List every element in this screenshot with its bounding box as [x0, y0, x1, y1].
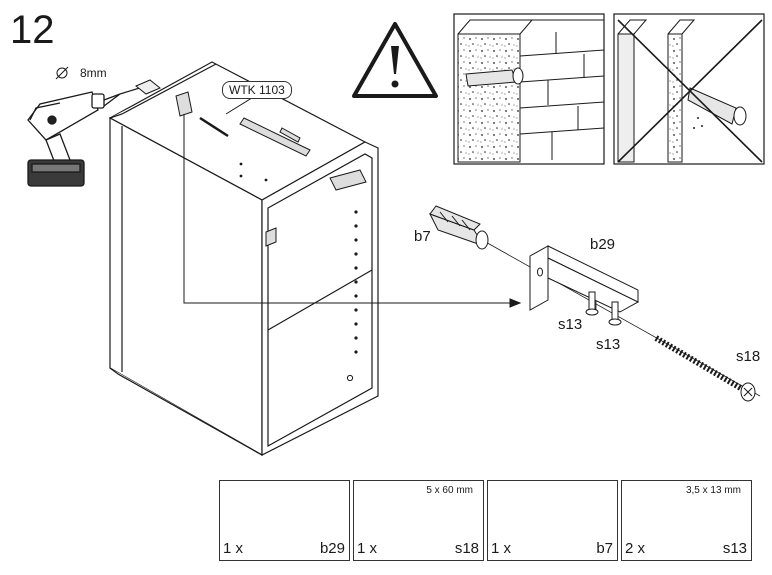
- exploded-detail: [428, 205, 761, 402]
- reference-tag: WTK 1103: [222, 81, 292, 99]
- part-quantity: 2 x: [625, 540, 646, 557]
- bracket-b29: [529, 245, 640, 313]
- parts-cell-b7: 1 x b7: [487, 480, 618, 561]
- screw-s13-a: [585, 291, 599, 316]
- part-code: s13: [722, 540, 747, 557]
- incorrect-wall-panel: [613, 13, 765, 165]
- shelf-holes: [239, 162, 358, 382]
- label-b29: b29: [590, 236, 616, 253]
- label-b7: b7: [414, 228, 431, 245]
- label-s13-a: s13: [558, 316, 583, 333]
- part-quantity: 1 x: [223, 540, 244, 557]
- screw-s18: [654, 335, 756, 402]
- parts-cell-b29: 1 x b29: [219, 480, 350, 561]
- label-s13-b: s13: [596, 336, 621, 353]
- cabinet-hardware: [175, 91, 367, 247]
- part-code: s18: [454, 540, 479, 557]
- parts-cell-s13: 3,5 x 13 mm 2 x s13: [621, 480, 752, 561]
- label-s18: s18: [736, 348, 761, 365]
- drill-size-label: 8mm: [80, 66, 107, 80]
- correct-wall-panel: [453, 13, 605, 165]
- part-code: b29: [319, 540, 345, 557]
- step-number: 12: [10, 8, 55, 52]
- diameter-icon: [55, 66, 69, 80]
- part-code: b7: [596, 540, 613, 557]
- cabinet: [108, 61, 379, 457]
- part-dimension: 5 x 60 mm: [426, 485, 473, 496]
- wall-plug-b7: [428, 205, 489, 250]
- part-dimension: 3,5 x 13 mm: [685, 485, 741, 496]
- part-quantity: 1 x: [491, 540, 512, 557]
- warning-triangle-icon: [352, 22, 438, 98]
- leader-arrow: [183, 95, 522, 308]
- drill-icon: [27, 85, 147, 187]
- parts-cell-s18: 5 x 60 mm 1 x s18: [353, 480, 484, 561]
- screw-s13-b: [608, 301, 622, 326]
- part-quantity: 1 x: [357, 540, 378, 557]
